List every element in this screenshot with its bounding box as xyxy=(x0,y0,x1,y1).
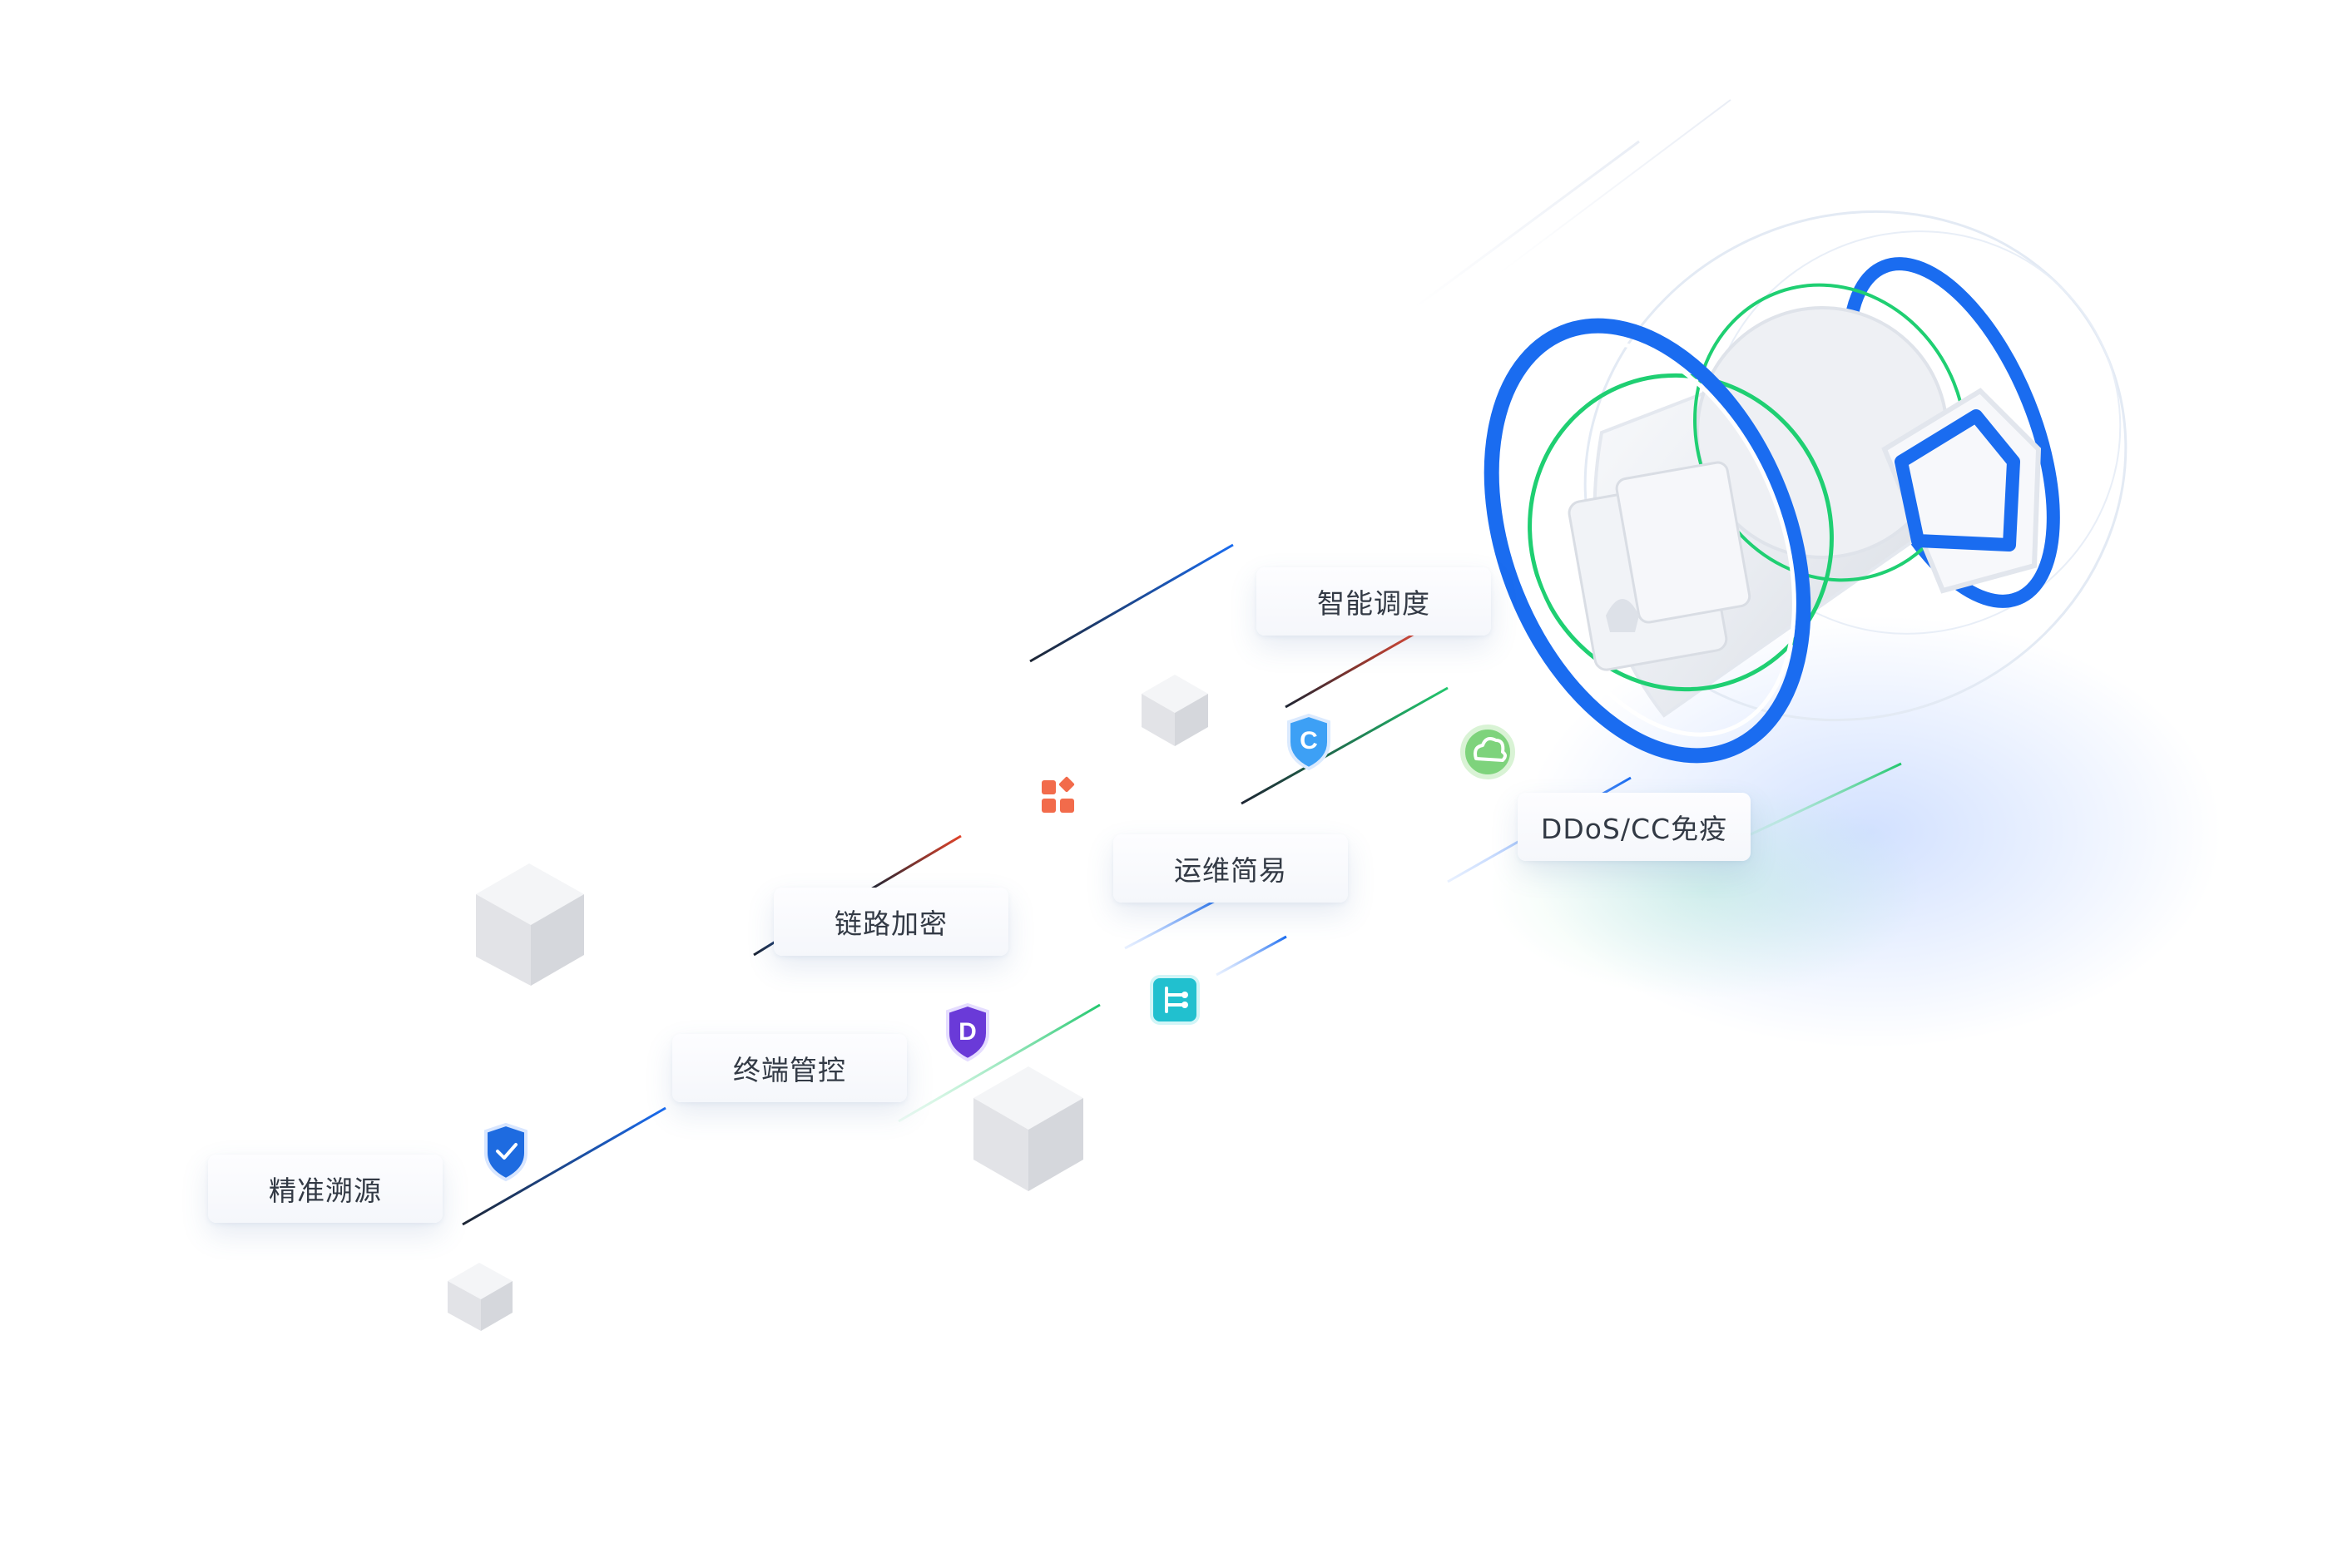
flow-line xyxy=(1124,897,1221,950)
label-text: 终端管控 xyxy=(733,1054,846,1086)
shield-check-icon xyxy=(484,1122,528,1182)
label-text: 精准溯源 xyxy=(269,1175,382,1207)
network-branch-icon xyxy=(1150,975,1200,1025)
shield-c-letter: C xyxy=(1300,727,1318,754)
flow-line xyxy=(869,834,962,892)
label-text: 链路加密 xyxy=(835,908,948,940)
label-text: DDoS/CC免疫 xyxy=(1540,813,1728,845)
flow-line xyxy=(1285,632,1415,709)
label-card-terminal-control: 终端管控 xyxy=(672,1034,907,1102)
light-streak xyxy=(1497,99,1731,275)
shield-c-icon: C xyxy=(1287,713,1330,771)
flow-line xyxy=(898,1003,1101,1123)
flow-line xyxy=(1241,686,1449,805)
label-card-smart-dispatch: 智能调度 xyxy=(1256,567,1491,636)
light-streak xyxy=(1414,140,1640,309)
shield-device xyxy=(1484,210,2128,764)
label-text: 智能调度 xyxy=(1317,587,1430,620)
grid-apps-icon xyxy=(1042,776,1075,813)
label-card-link-encrypt: 链路加密 xyxy=(774,888,1008,956)
flow-line xyxy=(1029,543,1234,663)
label-card-precise-trace: 精准溯源 xyxy=(208,1155,443,1223)
cube xyxy=(476,863,584,986)
cloud-icon xyxy=(1460,725,1515,779)
shield-d-icon: D xyxy=(946,1002,989,1062)
label-card-ddos: DDoS/CC免疫 xyxy=(1518,793,1751,861)
cube xyxy=(448,1263,513,1331)
cube xyxy=(1142,675,1208,746)
flow-line xyxy=(1216,935,1287,977)
label-text: 运维简易 xyxy=(1174,854,1287,887)
flow-line xyxy=(462,1106,666,1226)
shield-d-letter: D xyxy=(958,1018,977,1046)
cube xyxy=(973,1066,1083,1191)
label-card-easy-ops: 运维简易 xyxy=(1113,834,1348,903)
flow-line xyxy=(1746,762,1902,838)
